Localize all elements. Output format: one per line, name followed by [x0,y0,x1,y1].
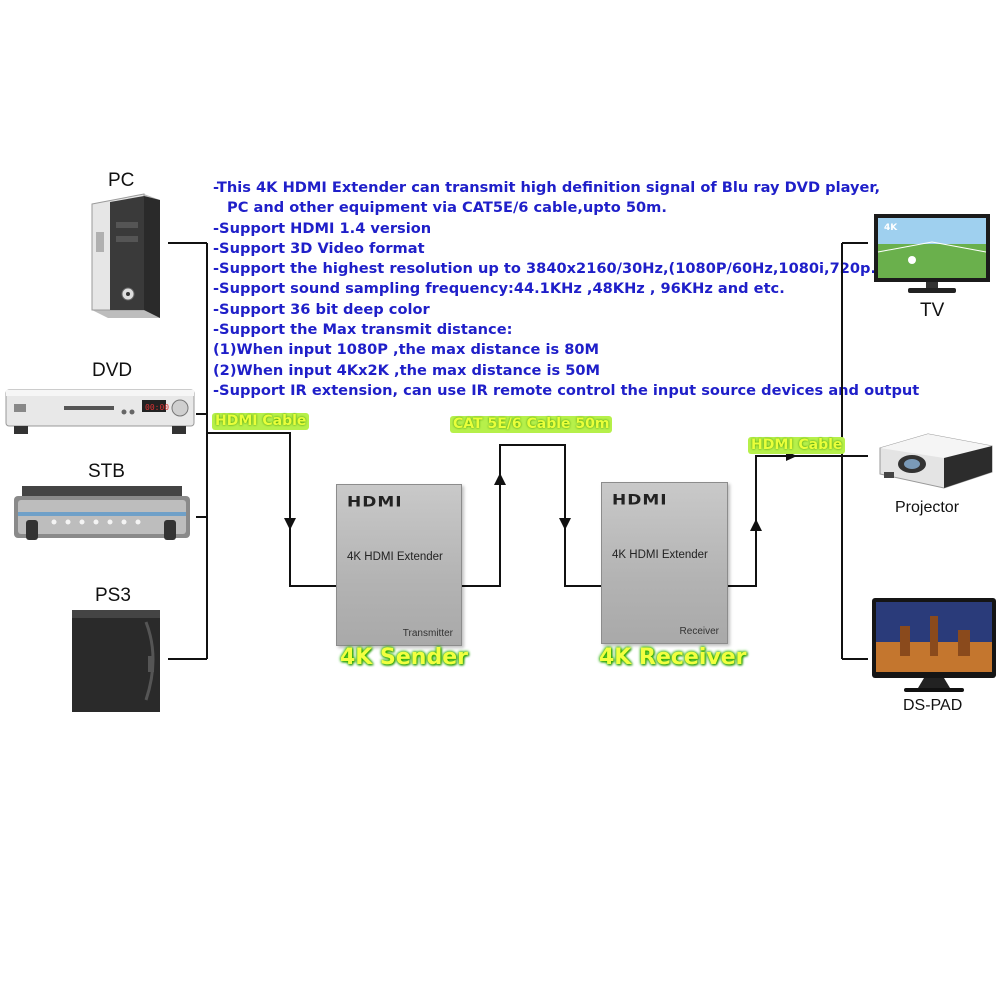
arrow-up-icon [494,473,506,485]
hdmi-logo: HDMI [612,491,668,509]
feature-item: (2)When input 4Kx2K ,the max distance is… [213,361,601,379]
feature-item: (1)When input 1080P ,the max distance is… [213,341,600,359]
feature-item: -Support 3D Video format [213,239,425,257]
ps3-console-icon [72,610,160,712]
input-cable-label: HDMI Cable [212,413,310,430]
projector-icon [879,433,993,489]
pc-tower-icon [91,193,160,318]
dvd-display: 00:00 [145,403,169,412]
feature-item: -Support the highest resolution up to 38… [213,260,894,278]
link-cable-label: CAT 5E/6 Cable 50m [450,416,613,433]
feature-item: PC and other equipment via CAT5E/6 cable… [227,199,667,217]
stb-label: STB [88,461,125,482]
tv-label: TV [920,300,945,321]
feature-item: -This 4K HDMI Extender can transmit high… [213,179,881,196]
transmitter-role: Transmitter [402,628,453,639]
transmitter-caption: 4K Sender [340,645,468,670]
feature-item: -Support sound sampling frequency:44.1KH… [213,280,785,298]
hdmi-logo: HDMI [347,493,403,511]
arrow-down-icon [559,518,571,530]
dspad-label: DS-PAD [903,697,963,714]
pc-label: PC [108,170,135,191]
feature-item: -Support the Max transmit distance: [213,321,513,339]
output-cable-label: HDMI Cable [748,437,846,454]
transmitter-product-name: 4K HDMI Extender [347,551,443,563]
transmitter-unit: HDMI 4K HDMI Extender Transmitter [336,484,462,646]
tv-icon: 4K [874,214,990,293]
ps3-label: PS3 [95,585,131,606]
feature-item: -Support HDMI 1.4 version [213,219,432,237]
receiver-product-name: 4K HDMI Extender [612,549,708,561]
feature-item: -Support 36 bit deep color [213,300,430,318]
dvd-label: DVD [92,360,133,381]
arrow-up-icon [750,519,762,531]
receiver-role: Receiver [679,626,719,637]
set-top-box-icon [14,486,190,540]
feature-item: -Support IR extension, can use IR remote… [213,381,920,399]
monitor-icon [872,598,996,692]
arrow-down-icon [284,518,296,530]
receiver-unit: HDMI 4K HDMI Extender Receiver [601,482,728,644]
receiver-caption: 4K Receiver [599,645,747,670]
dvd-player-icon: 00:00 [5,389,195,434]
projector-label: Projector [895,499,960,516]
tv-badge: 4K [884,223,898,233]
feature-list: -This 4K HDMI Extender can transmit high… [213,178,920,401]
